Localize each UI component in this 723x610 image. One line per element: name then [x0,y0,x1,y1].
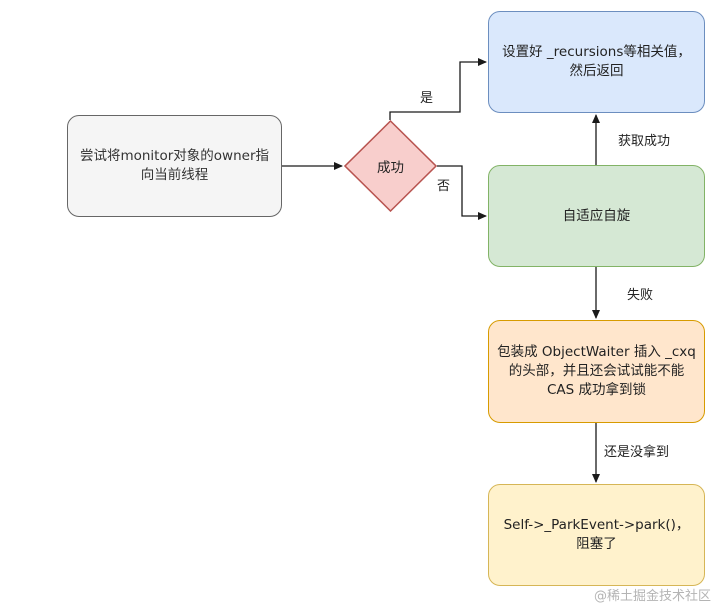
edge-label-acquired: 获取成功 [618,134,671,149]
park-text: Self->_ParkEvent->park()，阻塞了 [503,517,690,552]
object-waiter-node: 包装成 ObjectWaiter 插入 _cxq 的头部，并且还会试试能不能CA… [488,320,705,423]
edge-label-still-not-acquired: 还是没拿到 [604,445,670,460]
set-recursions-node: 设置好 _recursions等相关值，然后返回 [488,11,705,113]
edge-label-yes: 是 [420,91,434,106]
edge-label-failed: 失败 [627,288,654,303]
park-node: Self->_ParkEvent->park()，阻塞了 [488,484,705,586]
watermark: @稀土掘金技术社区 [593,589,711,604]
try-set-owner-text: 尝试将monitor对象的owner指向当前线程 [79,148,270,183]
edge-decision-to-setup [389,58,487,120]
try-set-owner-node: 尝试将monitor对象的owner指向当前线程 [67,115,282,217]
set-recursions-text: 设置好 _recursions等相关值，然后返回 [502,44,691,79]
object-waiter-text: 包装成 ObjectWaiter 插入 _cxq 的头部，并且还会试试能不能CA… [497,344,696,398]
success-decision-node: 成功 [344,120,437,212]
decision-diamond-shape [344,120,437,212]
edge-decision-to-spin [437,165,487,220]
adaptive-spin-text: 自适应自旋 [562,207,631,224]
success-decision-text: 成功 [377,160,404,176]
adaptive-spin-node: 自适应自旋 [488,165,705,267]
edge-label-no: 否 [437,179,451,194]
